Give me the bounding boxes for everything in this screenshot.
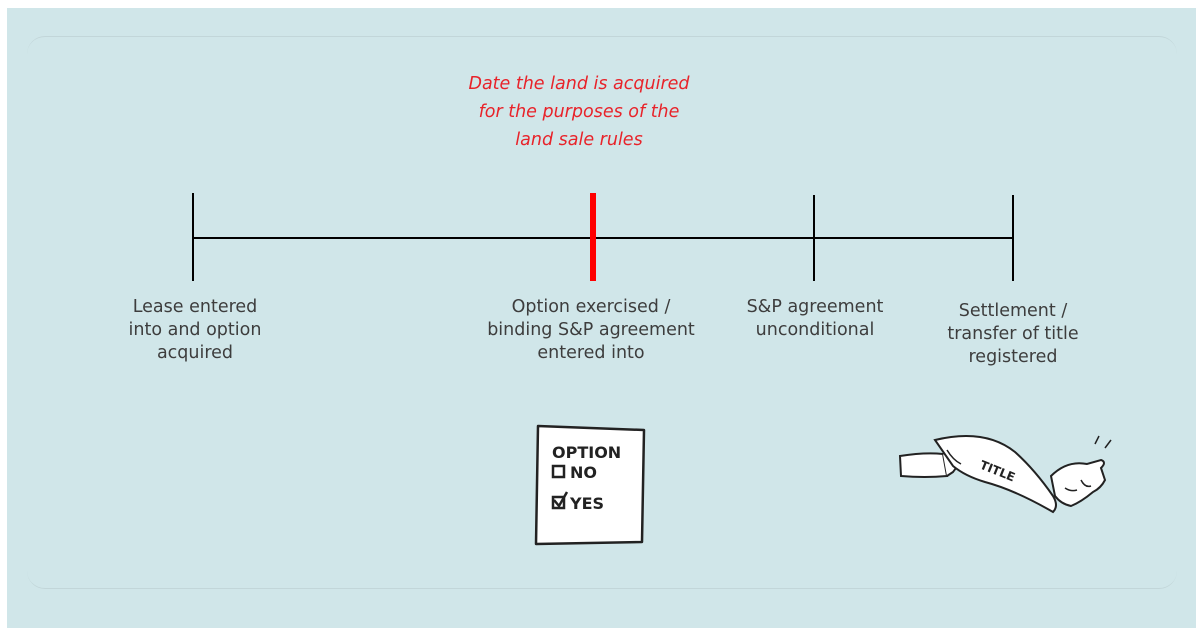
event-label-unconditional: S&P agreement unconditional [746,297,884,340]
acquisition-note: Date the land is acquired for the purpos… [444,70,714,154]
acquisition-note-line-3: land sale rules [515,130,643,150]
event-label-settlement: Settlement / transfer of title registere… [947,301,1079,367]
option-form-illustration: OPTION NO YES [534,424,646,546]
title-handover-illustration: TITLE [898,435,1112,514]
checkbox-checked-icon [551,495,566,510]
acquisition-note-line-1: Date the land is acquired [468,74,690,94]
acquisition-note-line-2: for the purposes of the [478,102,680,122]
checkbox-empty-icon [551,464,566,479]
event-label-lease: Lease entered into and option acquired [128,297,262,363]
checkmark-icon [553,491,569,509]
sparkle-icon [1094,435,1112,449]
event-label-option-exercised: Option exercised / binding S&P agreement… [487,297,695,363]
option-form-choice-no: NO [570,463,597,482]
inner-frame [27,36,1177,589]
option-form-choice-yes: YES [569,494,604,513]
option-form-heading: OPTION [552,443,621,462]
